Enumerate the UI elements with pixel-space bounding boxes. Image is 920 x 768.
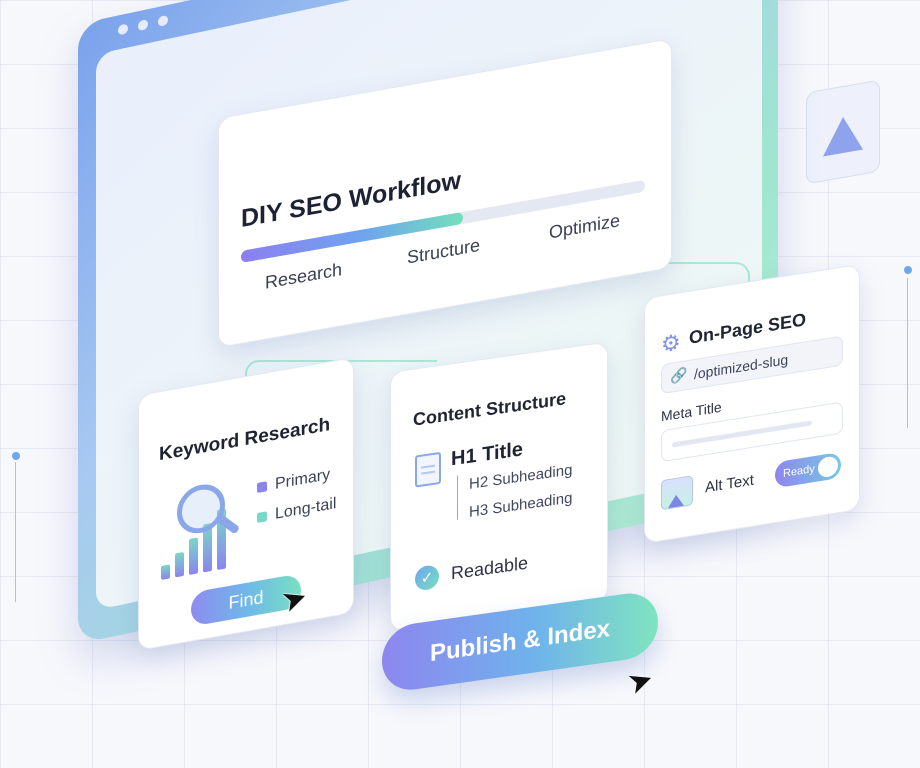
keyword-research-card: Keyword Research Primary Long-tail Find [138,356,354,651]
window-dot[interactable] [138,19,148,32]
readable-status: Readable [451,552,529,584]
step-structure: Structure [407,234,481,268]
alt-text-label: Alt Text [705,471,754,497]
legend-swatch [257,511,267,524]
link-icon: 🔗 [670,366,688,385]
legend-label: Primary [275,466,331,493]
gear-icon: ⚙ [661,329,681,358]
slug-value: /optimized-slug [694,351,789,383]
content-structure-card: Content Structure H1 Title H2 Subheading… [390,341,608,632]
chart-bar [161,564,170,580]
timeline-dot [12,452,20,460]
ready-toggle[interactable]: Ready [775,451,841,489]
h3-subheading: H3 Subheading [469,489,573,521]
h1-title: H1 Title [451,438,523,471]
on-page-seo-card: ⚙ On-Page SEO 🔗 /optimized-slug Meta Tit… [644,263,860,544]
window-controls [118,14,168,36]
step-research: Research [265,259,343,293]
document-icon [415,451,441,488]
step-optimize: Optimize [549,210,621,243]
legend-long-tail: Long-tail [257,495,336,527]
image-icon [661,475,693,511]
legend-primary: Primary [257,466,330,497]
content-structure-title: Content Structure [413,388,566,430]
legend-label: Long-tail [275,495,337,523]
window-dot[interactable] [158,14,168,27]
toggle-knob [818,455,838,479]
toggle-label: Ready [783,462,815,480]
legend-swatch [257,481,267,494]
check-icon: ✓ [415,564,439,592]
chart-bar [189,537,198,576]
timeline-dot [904,266,912,274]
timeline-line [15,462,16,602]
window-dot[interactable] [118,23,128,36]
keyword-research-title: Keyword Research [159,414,331,466]
meta-placeholder-line [672,420,812,448]
mountain-tile-icon [806,79,880,185]
chart-bar [175,551,184,578]
meta-title-label: Meta Title [661,398,722,425]
timeline-line [907,278,908,428]
on-page-seo-title: On-Page SEO [689,309,807,348]
heading-tree-line [457,474,468,520]
